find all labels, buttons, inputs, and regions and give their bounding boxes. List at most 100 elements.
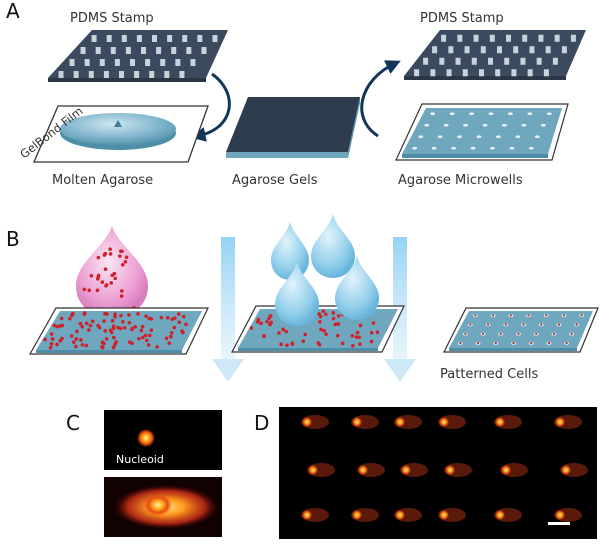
nucleoid-label: Nucleoid [116, 453, 164, 466]
cell [166, 315, 170, 320]
cell [43, 337, 47, 342]
cell [351, 344, 355, 348]
microwell [424, 123, 430, 127]
microwell [469, 112, 474, 116]
microwell [431, 146, 437, 150]
cell [371, 321, 376, 325]
stamp-post [520, 57, 526, 65]
patterned-cell [459, 341, 462, 345]
patterned-cell [486, 323, 490, 326]
cell [60, 336, 64, 341]
stamp-post [186, 47, 192, 54]
patterned-cell [530, 341, 533, 345]
cell [319, 327, 323, 332]
stamp-post [69, 59, 75, 66]
cell [88, 323, 93, 328]
cell [97, 325, 102, 330]
cell-nucleoid [495, 510, 505, 520]
cell [96, 275, 101, 279]
cell [104, 337, 109, 341]
stamp-post [570, 34, 576, 42]
microwell [476, 135, 482, 139]
cell [52, 323, 57, 328]
microwell [418, 135, 424, 139]
cell [78, 321, 83, 326]
stamp-post [480, 46, 486, 54]
stamp-post [164, 71, 170, 78]
cell [69, 334, 74, 338]
cell [336, 314, 341, 318]
cell [119, 313, 123, 318]
patterned-cell [557, 323, 561, 326]
cell [181, 314, 186, 319]
cell [268, 314, 273, 318]
cell [111, 324, 116, 329]
pdms-stamp-right-label: PDMS Stamp [420, 11, 504, 26]
stamp-post [156, 47, 162, 54]
stamp-post [80, 47, 86, 54]
patterned-cell [535, 332, 538, 335]
microwell [451, 146, 456, 150]
cell [112, 335, 116, 340]
cell [95, 288, 100, 293]
stamp-post [182, 35, 188, 42]
patterned-cell-grid [457, 314, 585, 345]
slab-cells-seeded [28, 307, 209, 355]
stamp-post [179, 71, 185, 78]
cell [281, 327, 285, 332]
pdms-stamp-right [404, 30, 586, 80]
cell [113, 315, 117, 319]
cell [89, 273, 94, 278]
patterned-cell [499, 332, 502, 335]
cell [82, 311, 87, 315]
cell [265, 319, 269, 324]
microwell [449, 112, 455, 116]
cell [49, 342, 54, 346]
micrograph-nucleoid: Nucleoid [104, 410, 222, 470]
patterned-cell [504, 323, 507, 326]
cell [100, 280, 105, 284]
cell-nucleoid [308, 465, 318, 475]
cell [55, 342, 59, 347]
microwell [515, 135, 521, 139]
cell [147, 333, 152, 338]
cell [109, 330, 114, 335]
cell [141, 335, 145, 340]
stamp-post [439, 57, 445, 65]
stamp-post [552, 57, 558, 65]
cell [146, 343, 151, 347]
cell [100, 345, 105, 350]
cell [74, 344, 78, 349]
cell [102, 341, 106, 346]
cell-nucleoid [555, 417, 565, 427]
cell [122, 325, 127, 330]
stamp-post [414, 69, 420, 77]
cell-nucleoid [495, 417, 505, 427]
panel-label-c: C [66, 411, 80, 435]
cell [96, 255, 101, 260]
cell [80, 324, 85, 329]
cell [279, 342, 283, 347]
microwell [437, 135, 443, 139]
microwell [534, 135, 540, 139]
stamp-post [455, 57, 461, 65]
slab-patterned-cells [443, 307, 599, 353]
cell-nucleoid [358, 465, 368, 475]
patterned-cell [491, 314, 495, 317]
cell [375, 330, 380, 335]
stamp-post [99, 59, 105, 66]
cell [318, 320, 322, 324]
stamp-post [84, 59, 90, 66]
cell [87, 328, 91, 332]
stamp-post [473, 34, 479, 42]
flow-arrow-right-icon [393, 237, 407, 359]
patterned-cell [565, 341, 568, 345]
cell [369, 339, 374, 344]
microwell [527, 112, 533, 116]
cell [358, 323, 363, 328]
patterned-cell [517, 332, 520, 335]
cell [169, 334, 173, 339]
cell [110, 319, 115, 323]
cell [159, 315, 164, 320]
micrograph-comet [104, 477, 222, 537]
